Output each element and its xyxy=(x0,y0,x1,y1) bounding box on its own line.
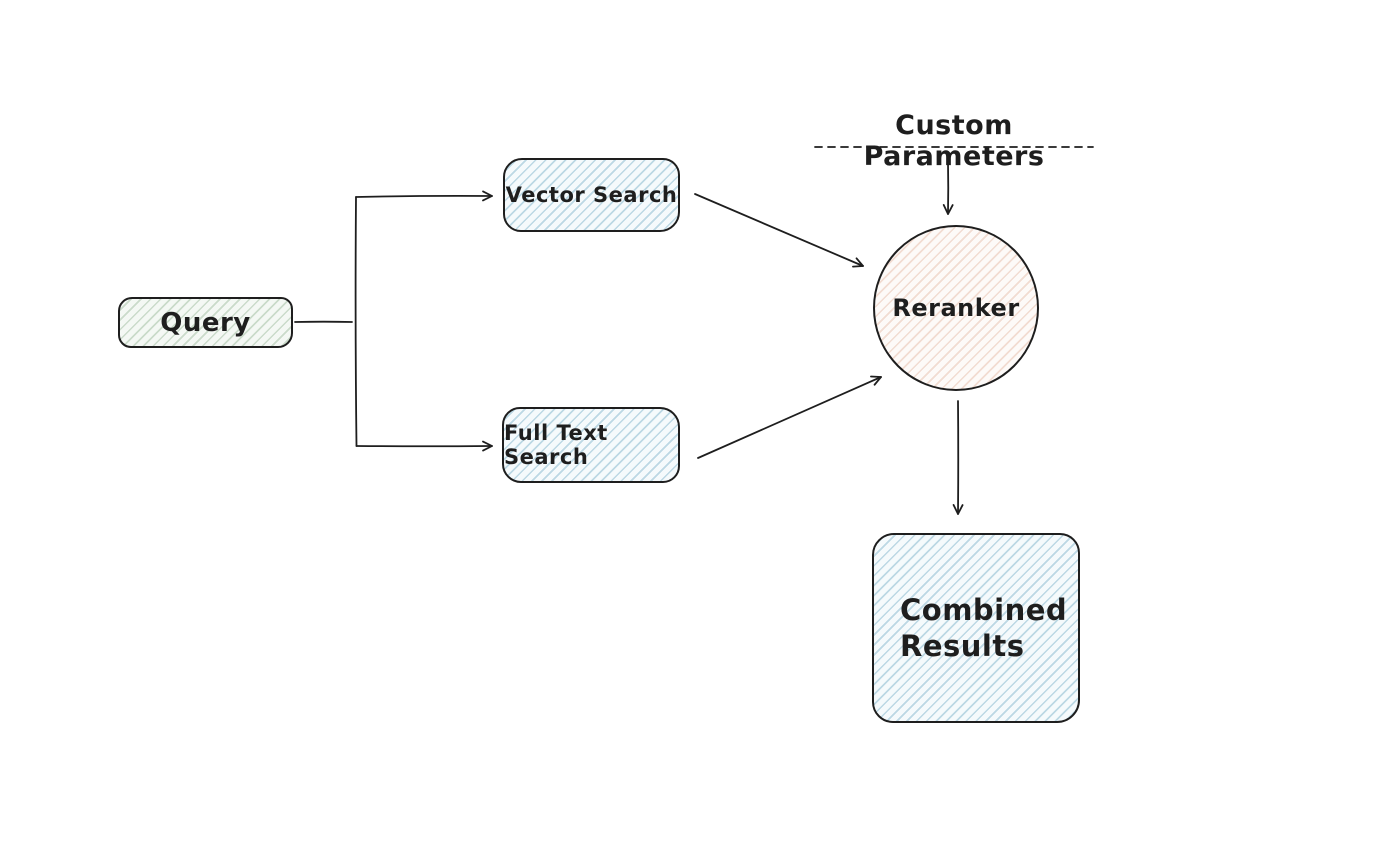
query-label: Query xyxy=(160,307,251,338)
custom-parameters-label: Custom Parameters xyxy=(863,110,1045,172)
combined-results-label: Combined Results xyxy=(900,592,1068,663)
combined-results-node: Combined Results xyxy=(872,533,1080,723)
edge-branch-vertical xyxy=(354,196,358,447)
vector-search-node: Vector Search xyxy=(503,158,680,232)
edge-full-text-search-to-reranker xyxy=(697,375,882,459)
query-node: Query xyxy=(118,297,293,348)
reranker-label: Reranker xyxy=(892,294,1020,322)
edge-vector-search-to-reranker xyxy=(694,193,864,268)
full-text-search-node: Full Text Search xyxy=(502,407,680,483)
edge-branch-to-vector-search xyxy=(355,190,493,202)
reranker-node: Reranker xyxy=(873,225,1039,391)
vector-search-label: Vector Search xyxy=(505,183,678,207)
full-text-search-label: Full Text Search xyxy=(504,421,608,469)
